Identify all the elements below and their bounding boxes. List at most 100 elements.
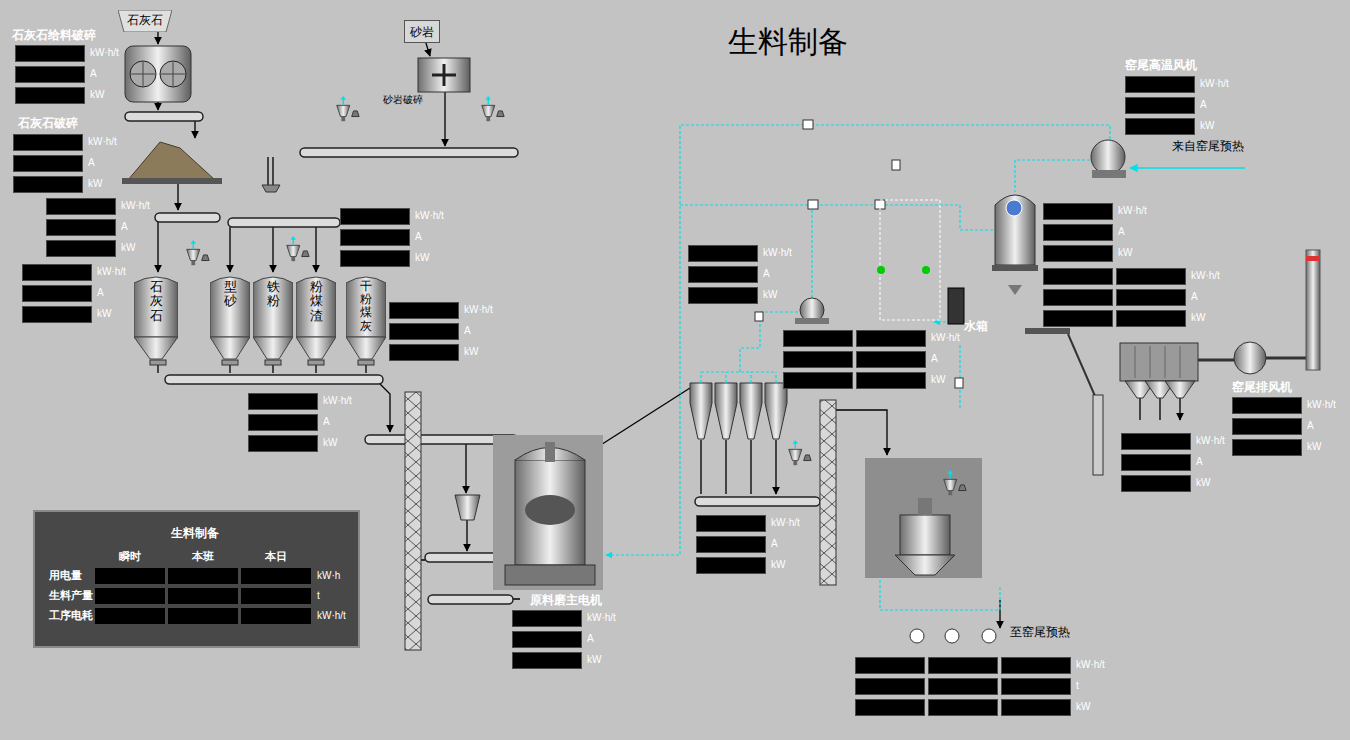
- cyclones: [765, 383, 787, 439]
- unit-label: kW·h/t: [771, 517, 800, 529]
- note-label: 至窑尾预热: [1010, 625, 1070, 639]
- meter-cell: [46, 198, 116, 215]
- panel-heading: 窑尾高温风机: [1125, 58, 1197, 72]
- cyclones: [740, 383, 762, 439]
- samplers: [287, 236, 309, 261]
- meter-panel: kW·h/tAkW: [1043, 268, 1220, 327]
- meter-cell: [688, 266, 758, 283]
- unit-label: kW·h/t: [1196, 435, 1225, 447]
- conditioning-tower: [995, 195, 1035, 265]
- column-header: 瞬时: [119, 550, 141, 563]
- hot-gas-inlet: [1130, 167, 1245, 168]
- unit-label: kW: [464, 346, 478, 358]
- flow-arrows: [466, 520, 467, 551]
- meter-cell: [1232, 418, 1302, 435]
- unit-label: A: [121, 221, 128, 233]
- meter-cell: [856, 351, 926, 368]
- source-label: 砂岩: [410, 25, 434, 39]
- unit-label: A: [464, 325, 471, 337]
- meter-cell: [1116, 289, 1186, 306]
- meter-panel: kW·h/ttkW: [855, 657, 1105, 716]
- silo-label: 干粉煤灰: [360, 280, 372, 333]
- raw-mill: [525, 495, 575, 525]
- storage-silo: 铁粉: [253, 275, 293, 365]
- unit-label: kW·h/t: [1076, 659, 1105, 671]
- meter-cell: [928, 657, 998, 674]
- unit-label: A: [415, 231, 422, 243]
- meter-cell: [1043, 203, 1113, 220]
- meter-cell: [1116, 310, 1186, 327]
- raw-mill: [493, 435, 603, 590]
- unit-label: kW: [323, 437, 337, 449]
- meter-cell: [855, 657, 925, 674]
- flow-arrows: [315, 227, 316, 272]
- silo-feeders: [265, 360, 281, 365]
- silo-feeders: [358, 360, 374, 365]
- valves: [755, 312, 763, 321]
- flow-arrows: [465, 444, 466, 493]
- meter-panel: kW·h/tAkW: [688, 245, 792, 304]
- exhaust-fan: [1198, 342, 1307, 374]
- table-cell: [168, 568, 238, 584]
- sandstone-crusher: [432, 64, 456, 86]
- meter-cell: [1232, 439, 1302, 456]
- unit-label: A: [587, 633, 594, 645]
- unit-label: kW·h/t: [415, 210, 444, 222]
- belt-conveyors: [165, 375, 383, 384]
- storage-silo: 干粉煤灰: [346, 275, 386, 365]
- silo-body: [296, 277, 336, 337]
- meter-cell: [1125, 76, 1195, 93]
- silo-label: 型砂: [224, 280, 237, 309]
- unit-label: kW·h/t: [763, 247, 792, 259]
- gas-ducts: [1015, 160, 1090, 192]
- storage-silo: 粉煤渣: [296, 275, 336, 365]
- unit-label: kW: [1118, 247, 1132, 259]
- unit-label: kW·h/t: [1118, 205, 1147, 217]
- silo-feeders: [150, 360, 166, 365]
- unit-label: A: [931, 353, 938, 365]
- raw-mill: [515, 460, 585, 565]
- raw-mill: [545, 442, 555, 462]
- meter-panel: kW·h/tAkW: [696, 515, 800, 574]
- raw-mill: [493, 435, 603, 590]
- flow-arrows: [272, 227, 273, 272]
- meter-cell: [389, 344, 459, 361]
- meter-cell: [783, 372, 853, 389]
- unit-label: A: [1191, 291, 1198, 303]
- meter-cell: [1121, 454, 1191, 471]
- unit-label: kW·h/t: [931, 332, 960, 344]
- meter-cell: [1232, 397, 1302, 414]
- unit-label: kW·h/t: [1191, 270, 1220, 282]
- flow-arrows: [836, 410, 887, 455]
- meter-cell: [1001, 657, 1071, 674]
- column-header: 本班: [192, 550, 214, 563]
- unit-label: A: [1118, 226, 1125, 238]
- meter-cell: [1121, 475, 1191, 492]
- unit-label: t: [317, 590, 320, 602]
- meter-panel: kW·h/tAkW: [389, 302, 493, 361]
- homogenizing-silo: [918, 498, 932, 515]
- tank-name: 水箱: [964, 319, 988, 333]
- water-tank: [948, 288, 964, 324]
- unit-label: kW·h/t: [90, 47, 119, 59]
- gas-ducts: [606, 125, 1110, 555]
- meter-cell: [856, 372, 926, 389]
- conditioning-tower: [1068, 334, 1095, 396]
- unit-label: kW: [1200, 120, 1214, 132]
- belt-conveyors: [155, 213, 220, 222]
- meter-panel: 原料磨主电机kW·h/tAkW: [512, 593, 616, 669]
- cyclones: [690, 383, 787, 439]
- meter-cell: [248, 393, 318, 410]
- silo-label: 粉煤渣: [310, 280, 323, 323]
- meter-cell: [22, 264, 92, 281]
- silo-feeders: [222, 360, 238, 365]
- sandstone-crusher: [418, 58, 470, 92]
- flow-arrows: [158, 365, 366, 373]
- samplers: [789, 440, 811, 465]
- meter-cell: [248, 414, 318, 431]
- meter-cell: [688, 245, 758, 262]
- silo-cone: [346, 337, 386, 359]
- row-header: 用电量: [49, 569, 82, 582]
- conditioning-tower: [1008, 285, 1022, 295]
- meter-cell: [688, 287, 758, 304]
